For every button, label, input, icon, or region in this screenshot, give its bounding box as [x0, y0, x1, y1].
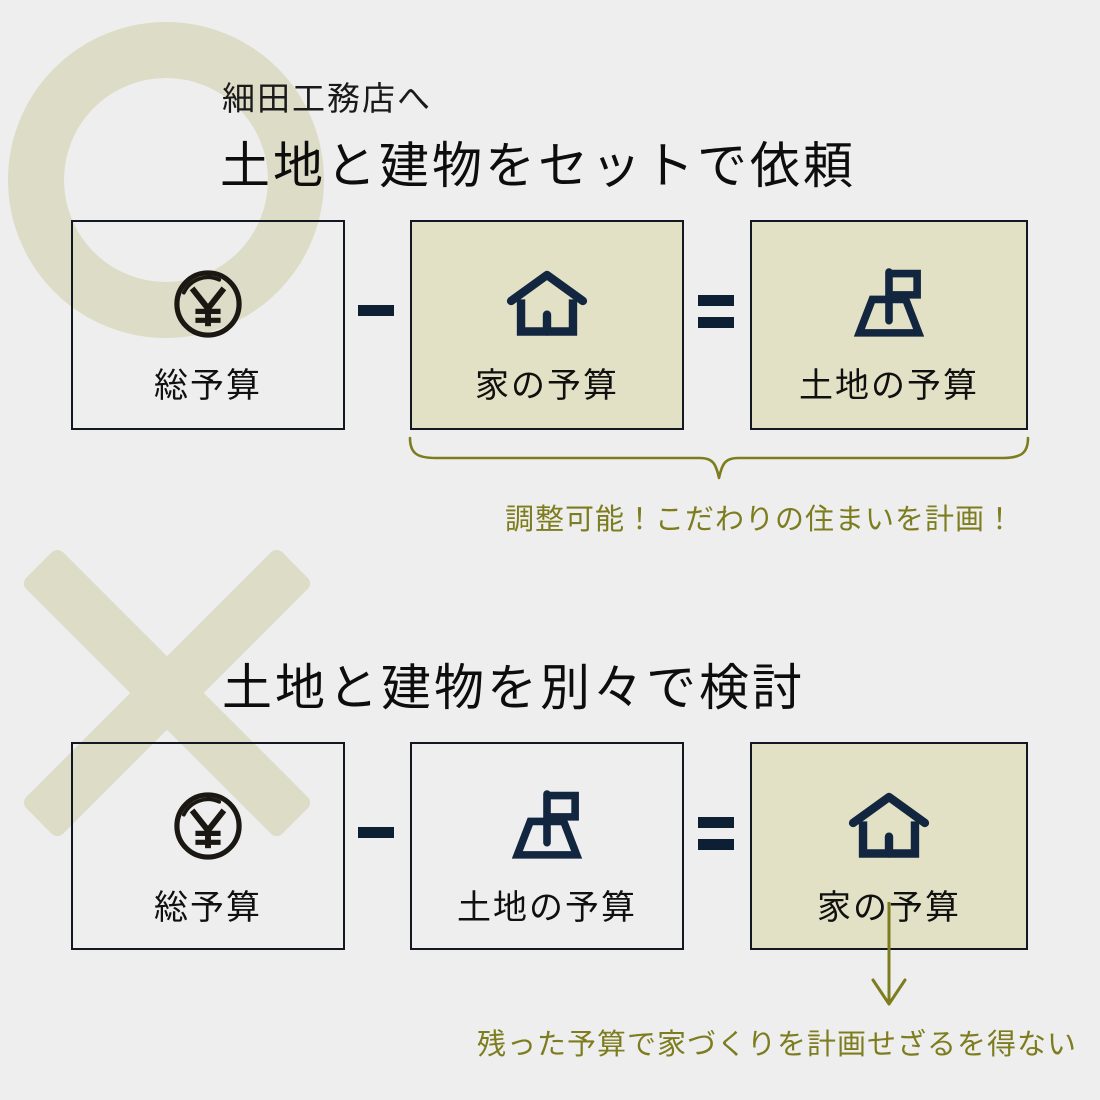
yen-coin-icon: [171, 258, 245, 350]
box-label: 土地の予算: [799, 368, 979, 405]
minus-sign-row1: [358, 305, 394, 316]
box-label: 家の予算: [475, 368, 619, 405]
down-arrow-icon: [865, 902, 913, 1012]
box-label: 総予算: [154, 890, 262, 927]
land-plot-flag-icon: [505, 780, 589, 872]
yen-coin-icon: [171, 780, 245, 872]
arrow-caption: 残った予算で家づくりを計画せざるを得ない: [477, 1029, 1078, 1061]
house-icon: [847, 780, 931, 872]
equals-sign-row2: [698, 817, 734, 850]
eyebrow-text: 細田工務店へ: [222, 82, 432, 118]
box-land-budget-row2: 土地の予算: [410, 742, 684, 950]
brace-caption: 調整可能！こだわりの住まいを計画！: [505, 504, 1016, 536]
box-house-budget-row1: 家の予算: [410, 220, 684, 430]
land-plot-flag-icon: [847, 258, 931, 350]
box-label: 土地の予算: [457, 890, 637, 927]
equals-sign-row1: [698, 295, 734, 328]
section-bad-heading: 土地と建物を別々で検討: [222, 660, 805, 716]
box-label: 総予算: [154, 368, 262, 405]
box-land-budget-row1: 土地の予算: [750, 220, 1028, 430]
box-total-budget-row1: 総予算: [71, 220, 345, 430]
house-icon: [505, 258, 589, 350]
grouping-brace: [408, 436, 1030, 482]
minus-sign-row2: [358, 827, 394, 838]
section-good-heading: 土地と建物をセットで依頼: [220, 138, 856, 194]
box-total-budget-row2: 総予算: [71, 742, 345, 950]
